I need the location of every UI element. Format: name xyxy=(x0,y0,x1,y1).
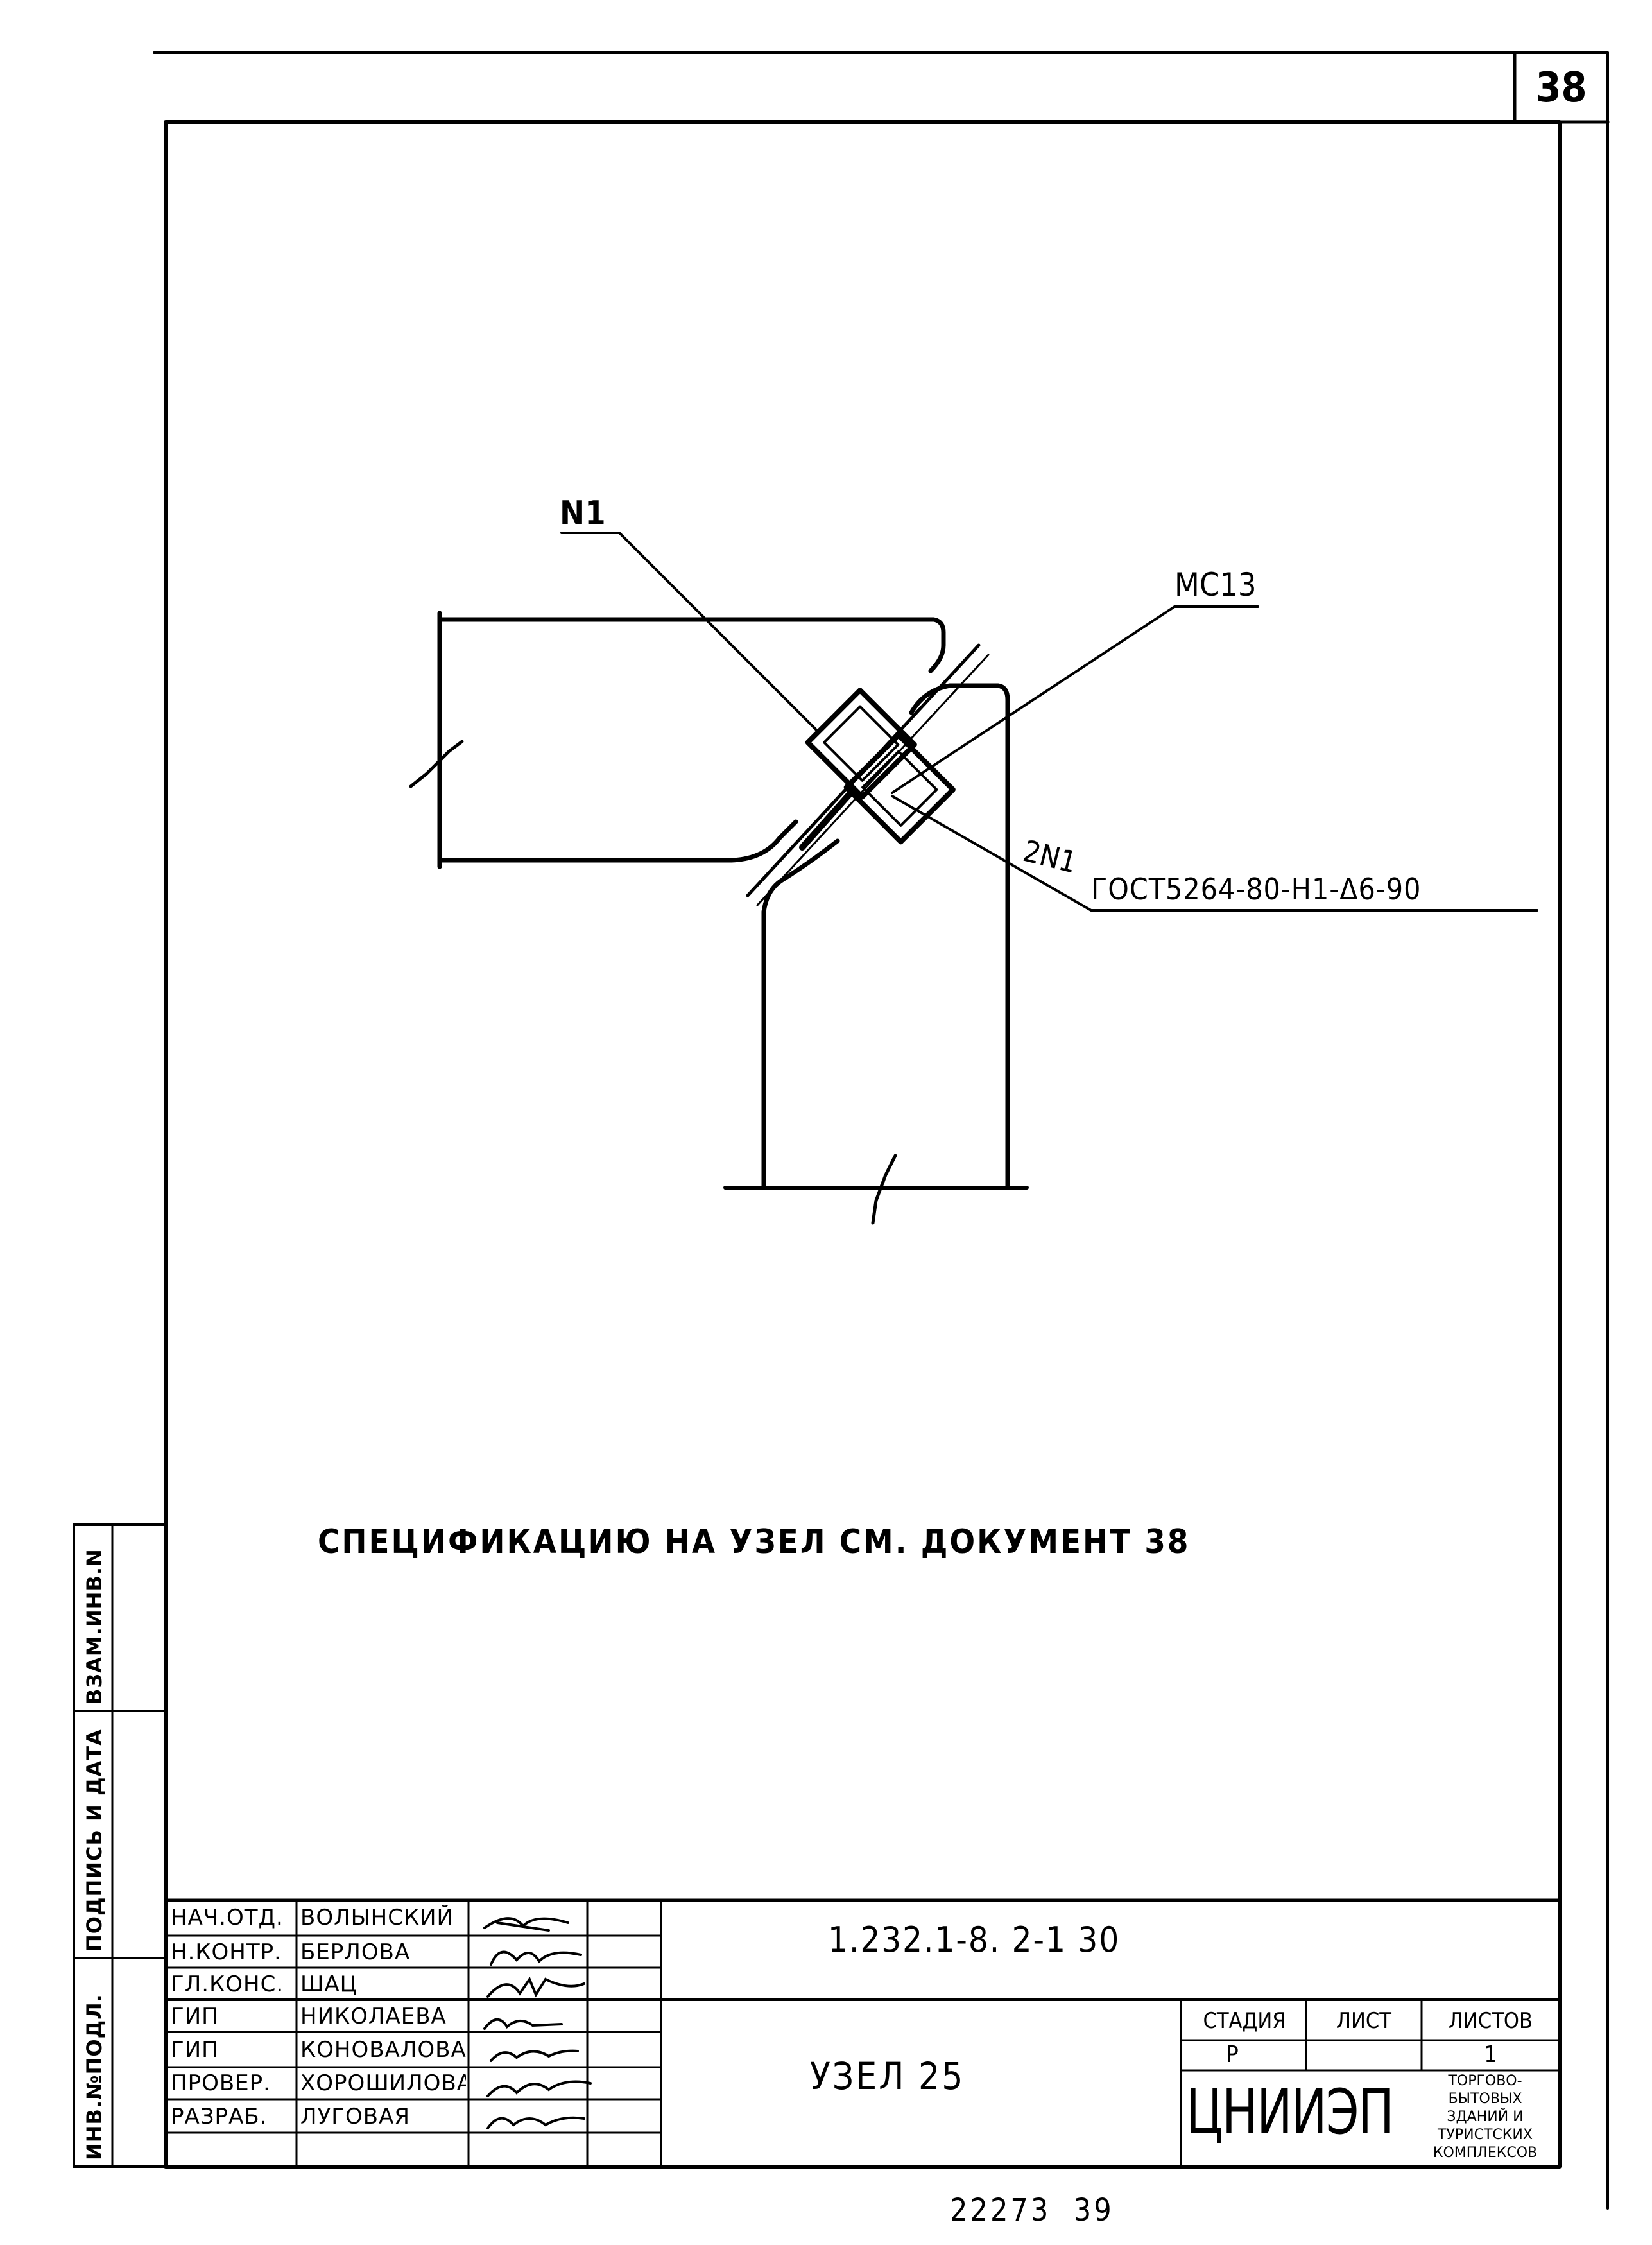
side-inv-number: ИНВ.№ПОДЛ. xyxy=(82,1993,107,2160)
staff-role-6: РАЗРАБ. xyxy=(171,2104,268,2129)
staff-name-5: ХОРОШИЛОВА xyxy=(300,2070,466,2096)
org-description: ТОРГОВО- БЫТОВЫХ ЗДАНИЙ И ТУРИСТСКИХ КОМ… xyxy=(1412,2072,1558,2162)
org-line-1: БЫТОВЫХ xyxy=(1448,2091,1522,2107)
staff-name-0: ВОЛЫНСКИЙ xyxy=(300,1905,454,1930)
page-number: 38 xyxy=(1535,64,1587,112)
document-code: 1.232.1-8. 2-1 30 xyxy=(828,1920,1121,1960)
staff-role-4: ГИП xyxy=(171,2037,219,2063)
staff-name-3: НИКОЛАЕВА xyxy=(300,2004,447,2029)
staff-role-1: Н.КОНТР. xyxy=(171,1939,282,1965)
org-line-4: КОМПЛЕКСОВ xyxy=(1433,2145,1538,2161)
bottom-stamp: 22273 39 xyxy=(950,2192,1114,2228)
sheets-header: ЛИСТОВ xyxy=(1449,2008,1533,2034)
staff-role-5: ПРОВЕР. xyxy=(171,2070,271,2096)
side-signature-date: ПОДПИСЬ И ДАТА xyxy=(82,1729,107,1952)
specification-note: СПЕЦИФИКАЦИЮ НА УЗЕЛ СМ. ДОКУМЕНТ 38 xyxy=(318,1523,1191,1561)
staff-role-2: ГЛ.КОНС. xyxy=(171,1972,284,1997)
label-gost: ГОСТ5264-80-Н1-Δ6-90 xyxy=(1091,872,1422,906)
sheet-header: ЛИСТ xyxy=(1336,2008,1391,2034)
drawing-title: УЗЕЛ 25 xyxy=(810,2054,965,2098)
stage-header: СТАДИЯ xyxy=(1203,2008,1286,2034)
org-logo: ЦНИИЭП xyxy=(1186,2076,1394,2148)
signatures xyxy=(483,1917,592,2129)
staff-role-3: ГИП xyxy=(171,2004,219,2029)
node-drawing xyxy=(409,532,1538,1225)
org-line-2: ЗДАНИЙ И xyxy=(1447,2109,1524,2125)
staff-name-4: КОНОВАЛОВА xyxy=(300,2037,466,2063)
staff-name-6: ЛУГОВАЯ xyxy=(300,2104,410,2129)
staff-name-1: БЕРЛОВА xyxy=(300,1939,411,1965)
side-replace-inv: ВЗАМ.ИНВ.N xyxy=(82,1548,107,1704)
org-line-3: ТУРИСТСКИХ xyxy=(1438,2127,1533,2143)
staff-role-0: НАЧ.ОТД. xyxy=(171,1905,284,1930)
label-mc13: MC13 xyxy=(1174,566,1257,603)
sheets-value: 1 xyxy=(1484,2041,1497,2068)
stage-value: Р xyxy=(1226,2041,1239,2068)
label-n1: N1 xyxy=(560,494,606,533)
org-line-0: ТОРГОВО- xyxy=(1448,2073,1522,2089)
staff-name-2: ШАЦ xyxy=(300,1972,358,1997)
